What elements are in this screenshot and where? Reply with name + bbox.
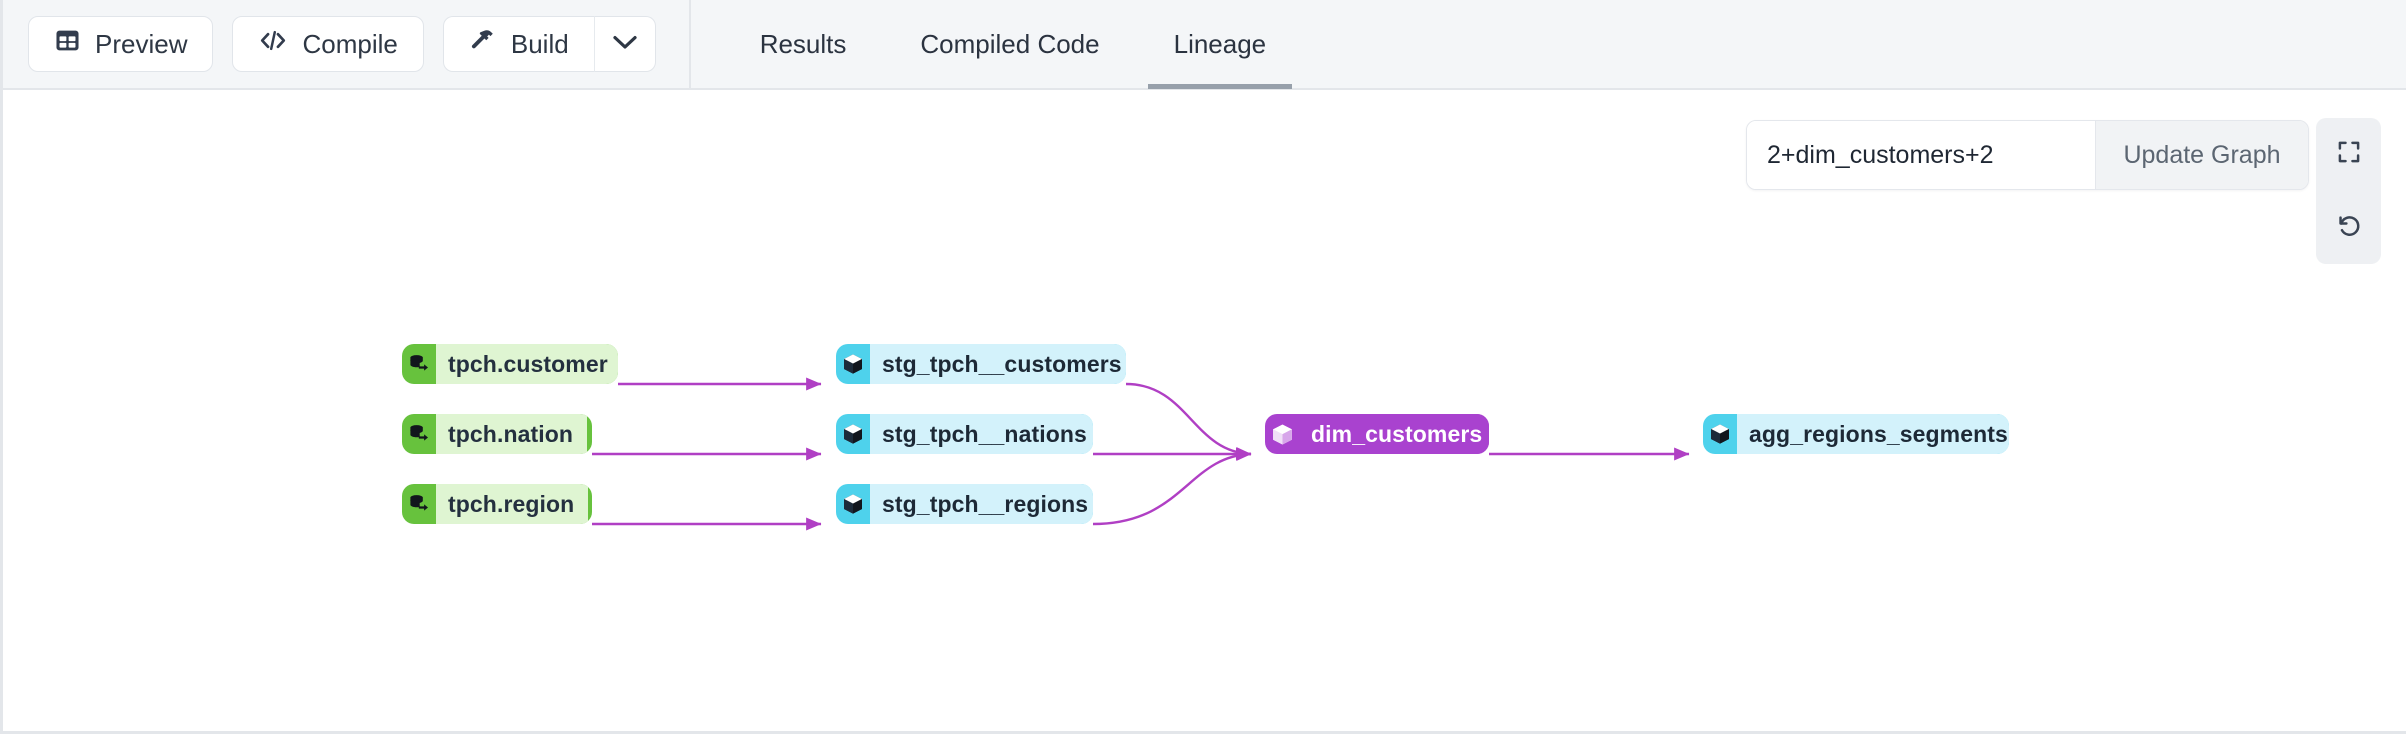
tab-results-label: Results	[759, 28, 847, 59]
lineage-node-dim-customers[interactable]: dim_customers	[1265, 414, 1489, 454]
chevron-down-icon	[610, 31, 640, 58]
tab-bar: Results Compiled Code Lineage	[734, 0, 1292, 89]
tab-lineage-label: Lineage	[1173, 28, 1267, 59]
lineage-node-label: agg_regions_segments	[1737, 414, 2009, 454]
graph-tool-panel	[2316, 118, 2381, 264]
fullscreen-button[interactable]	[2316, 118, 2381, 191]
compile-button-label: Compile	[302, 28, 398, 59]
reset-graph-button[interactable]	[2316, 191, 2381, 264]
preview-button-label: Preview	[95, 28, 188, 59]
toolbar: Preview Compile	[3, 0, 2406, 90]
tab-compiled-code-label: Compiled Code	[920, 28, 1100, 59]
table-grid-icon	[54, 27, 81, 61]
action-button-group: Preview Compile	[28, 16, 656, 72]
lineage-node-stg-tpch-customers[interactable]: stg_tpch__customers	[836, 344, 1126, 384]
update-graph-button[interactable]: Update Graph	[2095, 121, 2308, 189]
tab-results[interactable]: Results	[734, 0, 873, 89]
lineage-nodes: tpch.customer tpch.nation	[3, 90, 2406, 731]
database-source-icon	[402, 484, 436, 524]
build-button[interactable]: Build	[442, 16, 594, 72]
lineage-edges	[592, 377, 1690, 531]
tab-compiled-code[interactable]: Compiled Code	[894, 0, 1125, 89]
database-source-icon	[402, 414, 436, 454]
cube-icon	[1265, 414, 1299, 454]
lineage-node-tpch-customer[interactable]: tpch.customer	[402, 344, 618, 384]
toolbar-divider	[688, 0, 691, 89]
cube-icon	[1703, 414, 1737, 454]
code-brackets-icon	[258, 27, 288, 61]
lineage-node-label: stg_tpch__regions	[870, 484, 1093, 524]
lineage-node-label: tpch.customer	[436, 344, 618, 384]
hammer-icon	[469, 27, 497, 61]
tab-lineage[interactable]: Lineage	[1147, 0, 1293, 89]
graph-selector-group: Update Graph	[1746, 120, 2309, 190]
lineage-node-stg-tpch-regions[interactable]: stg_tpch__regions	[836, 484, 1093, 524]
lineage-canvas[interactable]: tpch.customer tpch.nation	[3, 90, 2406, 731]
cube-icon	[836, 484, 870, 524]
compile-button[interactable]: Compile	[232, 16, 424, 72]
preview-button[interactable]: Preview	[28, 16, 214, 72]
build-split-button: Build	[442, 16, 656, 72]
edge-stg-regions-to-dim	[1092, 448, 1252, 526]
build-dropdown-button[interactable]	[593, 16, 656, 72]
cube-icon	[836, 344, 870, 384]
cube-icon	[836, 414, 870, 454]
lineage-node-label: stg_tpch__nations	[870, 414, 1093, 454]
lineage-node-label: dim_customers	[1299, 414, 1489, 454]
lineage-node-tpch-region[interactable]: tpch.region	[402, 484, 592, 524]
lineage-node-stg-tpch-nations[interactable]: stg_tpch__nations	[836, 414, 1093, 454]
lineage-node-agg-regions-segments[interactable]: agg_regions_segments	[1703, 414, 2009, 454]
build-button-label: Build	[510, 28, 569, 59]
reset-graph-icon	[2336, 212, 2362, 243]
edge-stg-customers-to-dim	[1125, 382, 1252, 460]
fullscreen-icon	[2336, 139, 2362, 170]
lineage-node-label: stg_tpch__customers	[870, 344, 1126, 384]
lineage-node-label: tpch.region	[436, 484, 589, 524]
lineage-node-label: tpch.nation	[436, 414, 588, 454]
lineage-node-tpch-nation[interactable]: tpch.nation	[402, 414, 592, 454]
database-source-icon	[402, 344, 436, 384]
graph-selector-input[interactable]	[1747, 121, 2095, 189]
